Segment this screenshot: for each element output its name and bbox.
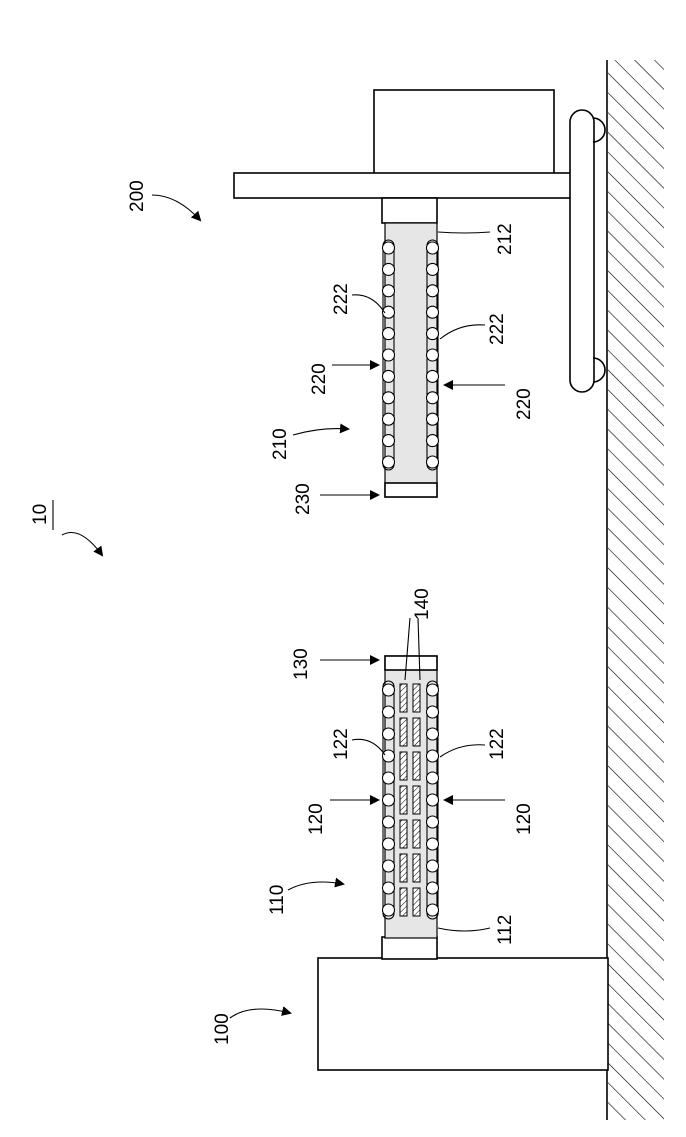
roller-icon bbox=[383, 684, 395, 696]
plate-element bbox=[400, 752, 407, 780]
label-plates: 140 bbox=[412, 588, 433, 620]
plate-element bbox=[413, 718, 420, 746]
plate-element bbox=[400, 718, 407, 746]
plate-element bbox=[400, 888, 407, 916]
roller-icon bbox=[383, 263, 395, 275]
roller-icon bbox=[383, 456, 395, 468]
label-first-cap: 130 bbox=[291, 648, 312, 680]
roller-icon bbox=[383, 413, 395, 425]
second-shaft-collar bbox=[382, 198, 437, 223]
first-cap bbox=[385, 656, 437, 670]
first-unit-block bbox=[318, 958, 608, 1070]
annotations: 10 100 110 120 122 130 140 120 122 112 2… bbox=[30, 180, 535, 1045]
plate-element bbox=[400, 684, 407, 712]
second-unit-block bbox=[374, 90, 554, 174]
roller-icon bbox=[383, 349, 395, 361]
ground bbox=[607, 60, 664, 1120]
roller-icon bbox=[427, 904, 439, 916]
roller-icon bbox=[427, 706, 439, 718]
roller-icon bbox=[383, 370, 395, 382]
plate-element bbox=[400, 786, 407, 814]
roller-icon bbox=[383, 794, 395, 806]
roller-icon bbox=[427, 328, 439, 340]
roller-icon bbox=[427, 728, 439, 740]
roller-icon bbox=[383, 435, 395, 447]
plate-element bbox=[413, 752, 420, 780]
roller-icon bbox=[427, 306, 439, 318]
roller-icon bbox=[427, 263, 439, 275]
carriage-rail bbox=[570, 110, 594, 392]
roller-icon bbox=[383, 328, 395, 340]
roller-icon bbox=[383, 904, 395, 916]
label-first-shaft: 112 bbox=[495, 915, 516, 945]
roller-icon bbox=[383, 838, 395, 850]
plate-element bbox=[400, 854, 407, 882]
label-second-roller-assembly-a: 220 bbox=[309, 363, 330, 395]
roller-icon bbox=[383, 706, 395, 718]
plate-element bbox=[400, 820, 407, 848]
roller-icon bbox=[383, 772, 395, 784]
label-first-unit: 100 bbox=[212, 1013, 233, 1045]
roller-icon bbox=[427, 772, 439, 784]
first-body-assembly bbox=[382, 656, 439, 959]
label-first-roller-rail-b: 122 bbox=[487, 728, 508, 760]
second-cap bbox=[385, 483, 437, 497]
label-second-shaft: 212 bbox=[495, 223, 516, 255]
label-first-roller-assembly-b: 120 bbox=[514, 803, 535, 835]
roller-icon bbox=[427, 413, 439, 425]
first-shaft-collar bbox=[382, 937, 437, 959]
roller-icon bbox=[427, 860, 439, 872]
label-second-roller-assembly-b: 220 bbox=[514, 388, 535, 420]
plate-element bbox=[413, 820, 420, 848]
label-first-body: 110 bbox=[267, 885, 288, 915]
roller-icon bbox=[383, 860, 395, 872]
roller-icon bbox=[383, 392, 395, 404]
roller-icon bbox=[427, 392, 439, 404]
roller-icon bbox=[427, 242, 439, 254]
roller-icon bbox=[427, 750, 439, 762]
label-second-roller-rail-b: 222 bbox=[487, 313, 508, 345]
roller-icon bbox=[383, 242, 395, 254]
plate-element bbox=[413, 854, 420, 882]
roller-icon bbox=[427, 349, 439, 361]
roller-icon bbox=[427, 435, 439, 447]
roller-icon bbox=[383, 882, 395, 894]
roller-icon bbox=[427, 684, 439, 696]
label-first-roller-rail-a: 122 bbox=[331, 728, 352, 760]
roller-icon bbox=[427, 370, 439, 382]
label-system: 10 bbox=[30, 504, 51, 525]
label-second-body: 210 bbox=[270, 428, 291, 460]
plate-element bbox=[413, 888, 420, 916]
second-unit-column bbox=[234, 173, 572, 198]
label-second-unit: 200 bbox=[127, 180, 148, 212]
label-second-roller-rail-a: 222 bbox=[331, 283, 352, 315]
roller-icon bbox=[383, 750, 395, 762]
plate-element bbox=[413, 684, 420, 712]
label-second-cap: 230 bbox=[293, 483, 314, 515]
roller-icon bbox=[383, 816, 395, 828]
second-body-assembly bbox=[382, 198, 439, 497]
roller-icon bbox=[427, 456, 439, 468]
roller-icon bbox=[383, 285, 395, 297]
label-first-roller-assembly-a: 120 bbox=[306, 803, 327, 835]
roller-icon bbox=[427, 285, 439, 297]
roller-icon bbox=[427, 816, 439, 828]
plate-element bbox=[413, 786, 420, 814]
roller-icon bbox=[427, 882, 439, 894]
roller-icon bbox=[383, 728, 395, 740]
roller-icon bbox=[427, 838, 439, 850]
roller-icon bbox=[427, 794, 439, 806]
